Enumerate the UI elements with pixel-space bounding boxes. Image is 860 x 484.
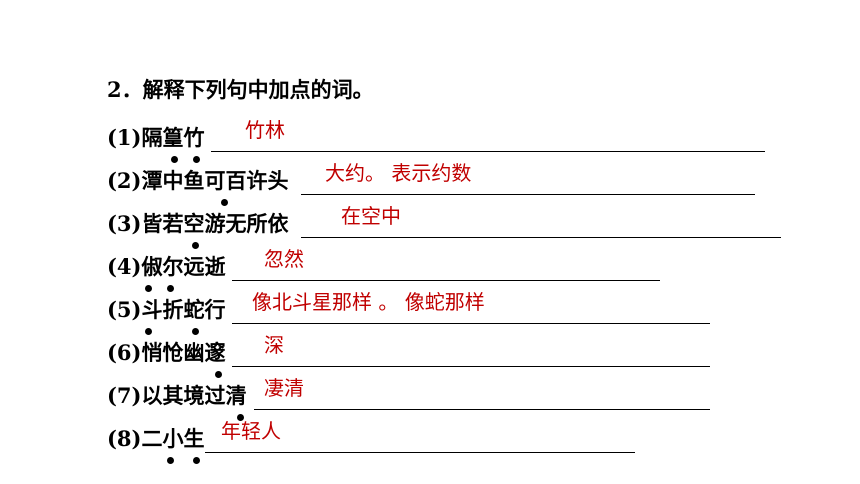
item-text: 以其境过清 — [141, 383, 247, 408]
answer-text: 深 — [264, 333, 284, 357]
answer-text: 像北斗星那样 。 像蛇那样 — [252, 290, 485, 314]
item-text: 俶尔远逝 — [141, 254, 226, 279]
answer-text: 在空中 — [341, 204, 401, 228]
item-text: 二小生 — [141, 426, 205, 451]
item-number: (2) — [107, 168, 142, 193]
answer-text: 凄清 — [264, 376, 304, 400]
emphasis-dot — [192, 328, 199, 335]
emphasis-dot — [193, 457, 200, 464]
answer-text: 年轻人 — [221, 419, 281, 443]
emphasis-dot — [215, 371, 222, 378]
question-item-5: (5)斗折蛇行 像北斗星那样 。 像蛇那样 — [107, 290, 710, 335]
emphasis-dot — [145, 328, 152, 335]
item-number: (3) — [107, 211, 142, 236]
emphasis-dot — [221, 199, 228, 206]
answer-blank — [254, 409, 710, 410]
answer-text: 竹林 — [245, 118, 285, 142]
emphasis-dot — [237, 414, 244, 421]
item-text: 斗折蛇行 — [141, 297, 226, 322]
emphasis-dot — [145, 285, 152, 292]
emphasis-dot — [167, 457, 174, 464]
question-item-2: (2)潭中鱼可百许头 大约。 表示约数 — [107, 161, 755, 206]
question-title: 2．解释下列句中加点的词。 — [107, 77, 374, 102]
item-text: 潭中鱼可百许头 — [141, 168, 289, 193]
item-number: (5) — [107, 297, 142, 322]
answer-blank — [301, 237, 781, 238]
emphasis-dot — [171, 156, 178, 163]
emphasis-dot — [193, 156, 200, 163]
emphasis-dot — [192, 242, 199, 249]
question-item-8: (8)二小生 年轻人 — [107, 419, 635, 464]
answer-blank — [232, 280, 660, 281]
answer-text: 大约。 表示约数 — [325, 161, 472, 185]
answer-blank — [211, 151, 765, 152]
question-item-7: (7)以其境过清 凄清 — [107, 376, 710, 421]
answer-blank — [232, 366, 710, 367]
question-item-1: (1)隔篁竹 竹林 — [107, 118, 765, 163]
item-number: (1) — [107, 125, 142, 150]
emphasis-dot — [167, 285, 174, 292]
question-item-4: (4)俶尔远逝 忽然 — [107, 247, 660, 292]
item-number: (7) — [107, 383, 142, 408]
item-number: (4) — [107, 254, 142, 279]
question-item-6: (6)悄怆幽邃 深 — [107, 333, 710, 378]
answer-text: 忽然 — [264, 247, 304, 271]
item-number: (8) — [107, 426, 142, 451]
item-text: 悄怆幽邃 — [141, 340, 226, 365]
item-text: 隔篁竹 — [141, 125, 205, 150]
question-item-3: (3)皆若空游无所依 在空中 — [107, 204, 781, 249]
answer-blank — [301, 194, 755, 195]
answer-blank — [232, 323, 710, 324]
item-number: (6) — [107, 340, 142, 365]
item-text: 皆若空游无所依 — [141, 211, 289, 236]
answer-blank — [205, 452, 635, 453]
